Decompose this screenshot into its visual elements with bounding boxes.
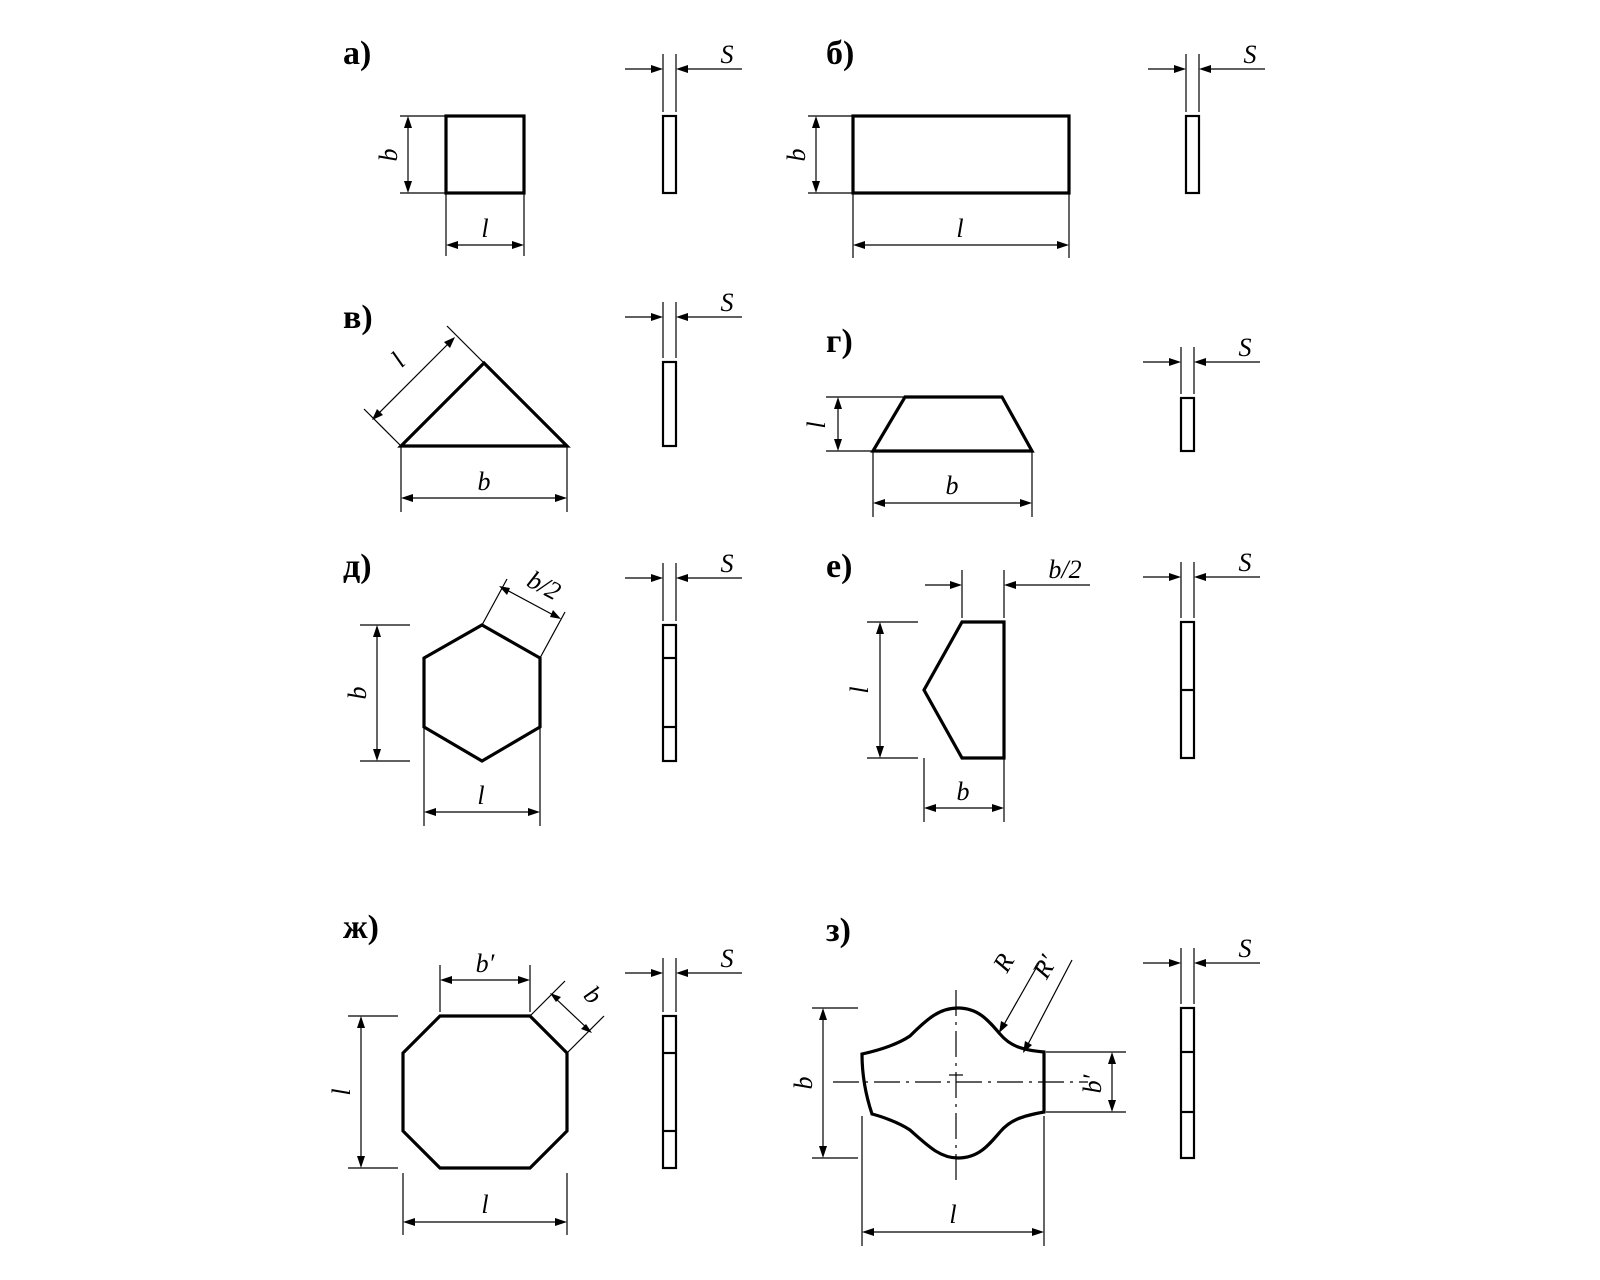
side-view-thickness xyxy=(1179,1006,1196,1160)
panel-g-label: г) xyxy=(826,323,853,360)
dim-label-b: b xyxy=(478,467,491,496)
square-insert-outline xyxy=(444,114,526,195)
octagon-insert-outline xyxy=(401,1014,569,1170)
dim-label-l: l xyxy=(949,1200,956,1229)
dim-label-s: S xyxy=(721,40,734,69)
panel-d: д) b/2 b l S xyxy=(343,548,742,826)
dim-label-l: l xyxy=(845,686,874,693)
panel-b-label: б) xyxy=(826,35,854,72)
side-view-thickness xyxy=(661,360,678,448)
trapezoid-insert-outline xyxy=(870,395,1035,453)
side-view-thickness xyxy=(661,1014,678,1170)
dim-label-b-half: b/2 xyxy=(523,565,566,606)
side-view-thickness xyxy=(661,623,678,763)
triangle-insert-outline xyxy=(397,360,571,448)
panel-a-label: а) xyxy=(343,35,371,72)
dim-label-s: S xyxy=(1239,548,1252,577)
rectangle-insert-outline xyxy=(851,114,1071,195)
dim-label-b: b xyxy=(946,471,959,500)
dim-label-b: b xyxy=(789,1077,818,1090)
panel-z-label: з) xyxy=(826,912,851,949)
dim-label-b-half: b/2 xyxy=(1048,555,1081,584)
radius-leader-r-prime xyxy=(1025,959,1073,1049)
dim-label-l: l xyxy=(385,347,411,373)
panel-z: з) R R′ b b′ l xyxy=(789,912,1260,1246)
dim-label-b-prime: b′ xyxy=(476,949,495,978)
dim-line-b-half xyxy=(502,587,558,618)
panel-e: е) b/2 l b S xyxy=(826,548,1260,822)
dim-label-b: b xyxy=(957,777,970,806)
half-hexagon-insert-outline xyxy=(922,620,1006,760)
panel-zh: ж) b′ b l l xyxy=(327,909,742,1235)
dim-label-s: S xyxy=(721,944,734,973)
panel-b: б) b l S xyxy=(782,35,1265,258)
dim-label-l: l xyxy=(481,214,488,243)
panel-d-label: д) xyxy=(343,548,372,585)
dim-label-l-horizontal: l xyxy=(481,1190,488,1219)
radius-leader-r xyxy=(1001,962,1040,1029)
dim-label-l-vertical: l xyxy=(327,1088,356,1095)
dim-label-l: l xyxy=(802,421,831,428)
dim-label-r: R xyxy=(987,949,1021,978)
dim-label-b: b xyxy=(578,980,608,1010)
panel-v: в) l b S xyxy=(343,288,742,512)
panel-v-label: в) xyxy=(343,299,373,336)
dim-label-s: S xyxy=(1239,934,1252,963)
panel-g: г) l b S xyxy=(802,323,1260,517)
dim-label-l: l xyxy=(477,781,484,810)
dim-label-s: S xyxy=(1239,333,1252,362)
dim-label-s: S xyxy=(721,288,734,317)
curved-insert-outline xyxy=(860,1006,1046,1160)
panel-e-label: е) xyxy=(826,548,852,585)
side-view-thickness xyxy=(661,114,678,195)
dim-line-l xyxy=(374,339,453,418)
dim-label-s: S xyxy=(1244,40,1257,69)
dim-label-r-prime: R′ xyxy=(1026,950,1063,984)
dim-label-l: l xyxy=(956,214,963,243)
dim-label-b: b xyxy=(782,149,811,162)
panel-a: а) b l S xyxy=(343,35,742,256)
dim-line-b xyxy=(552,995,590,1031)
side-view-thickness xyxy=(1179,396,1196,453)
panel-zh-label: ж) xyxy=(343,909,379,946)
dim-label-s: S xyxy=(721,549,734,578)
side-view-thickness xyxy=(1184,114,1201,195)
dim-label-b-prime: b′ xyxy=(1078,1074,1107,1093)
hexagon-insert-outline xyxy=(422,623,542,763)
dim-label-b: b xyxy=(374,149,403,162)
dim-label-b: b xyxy=(343,687,372,700)
